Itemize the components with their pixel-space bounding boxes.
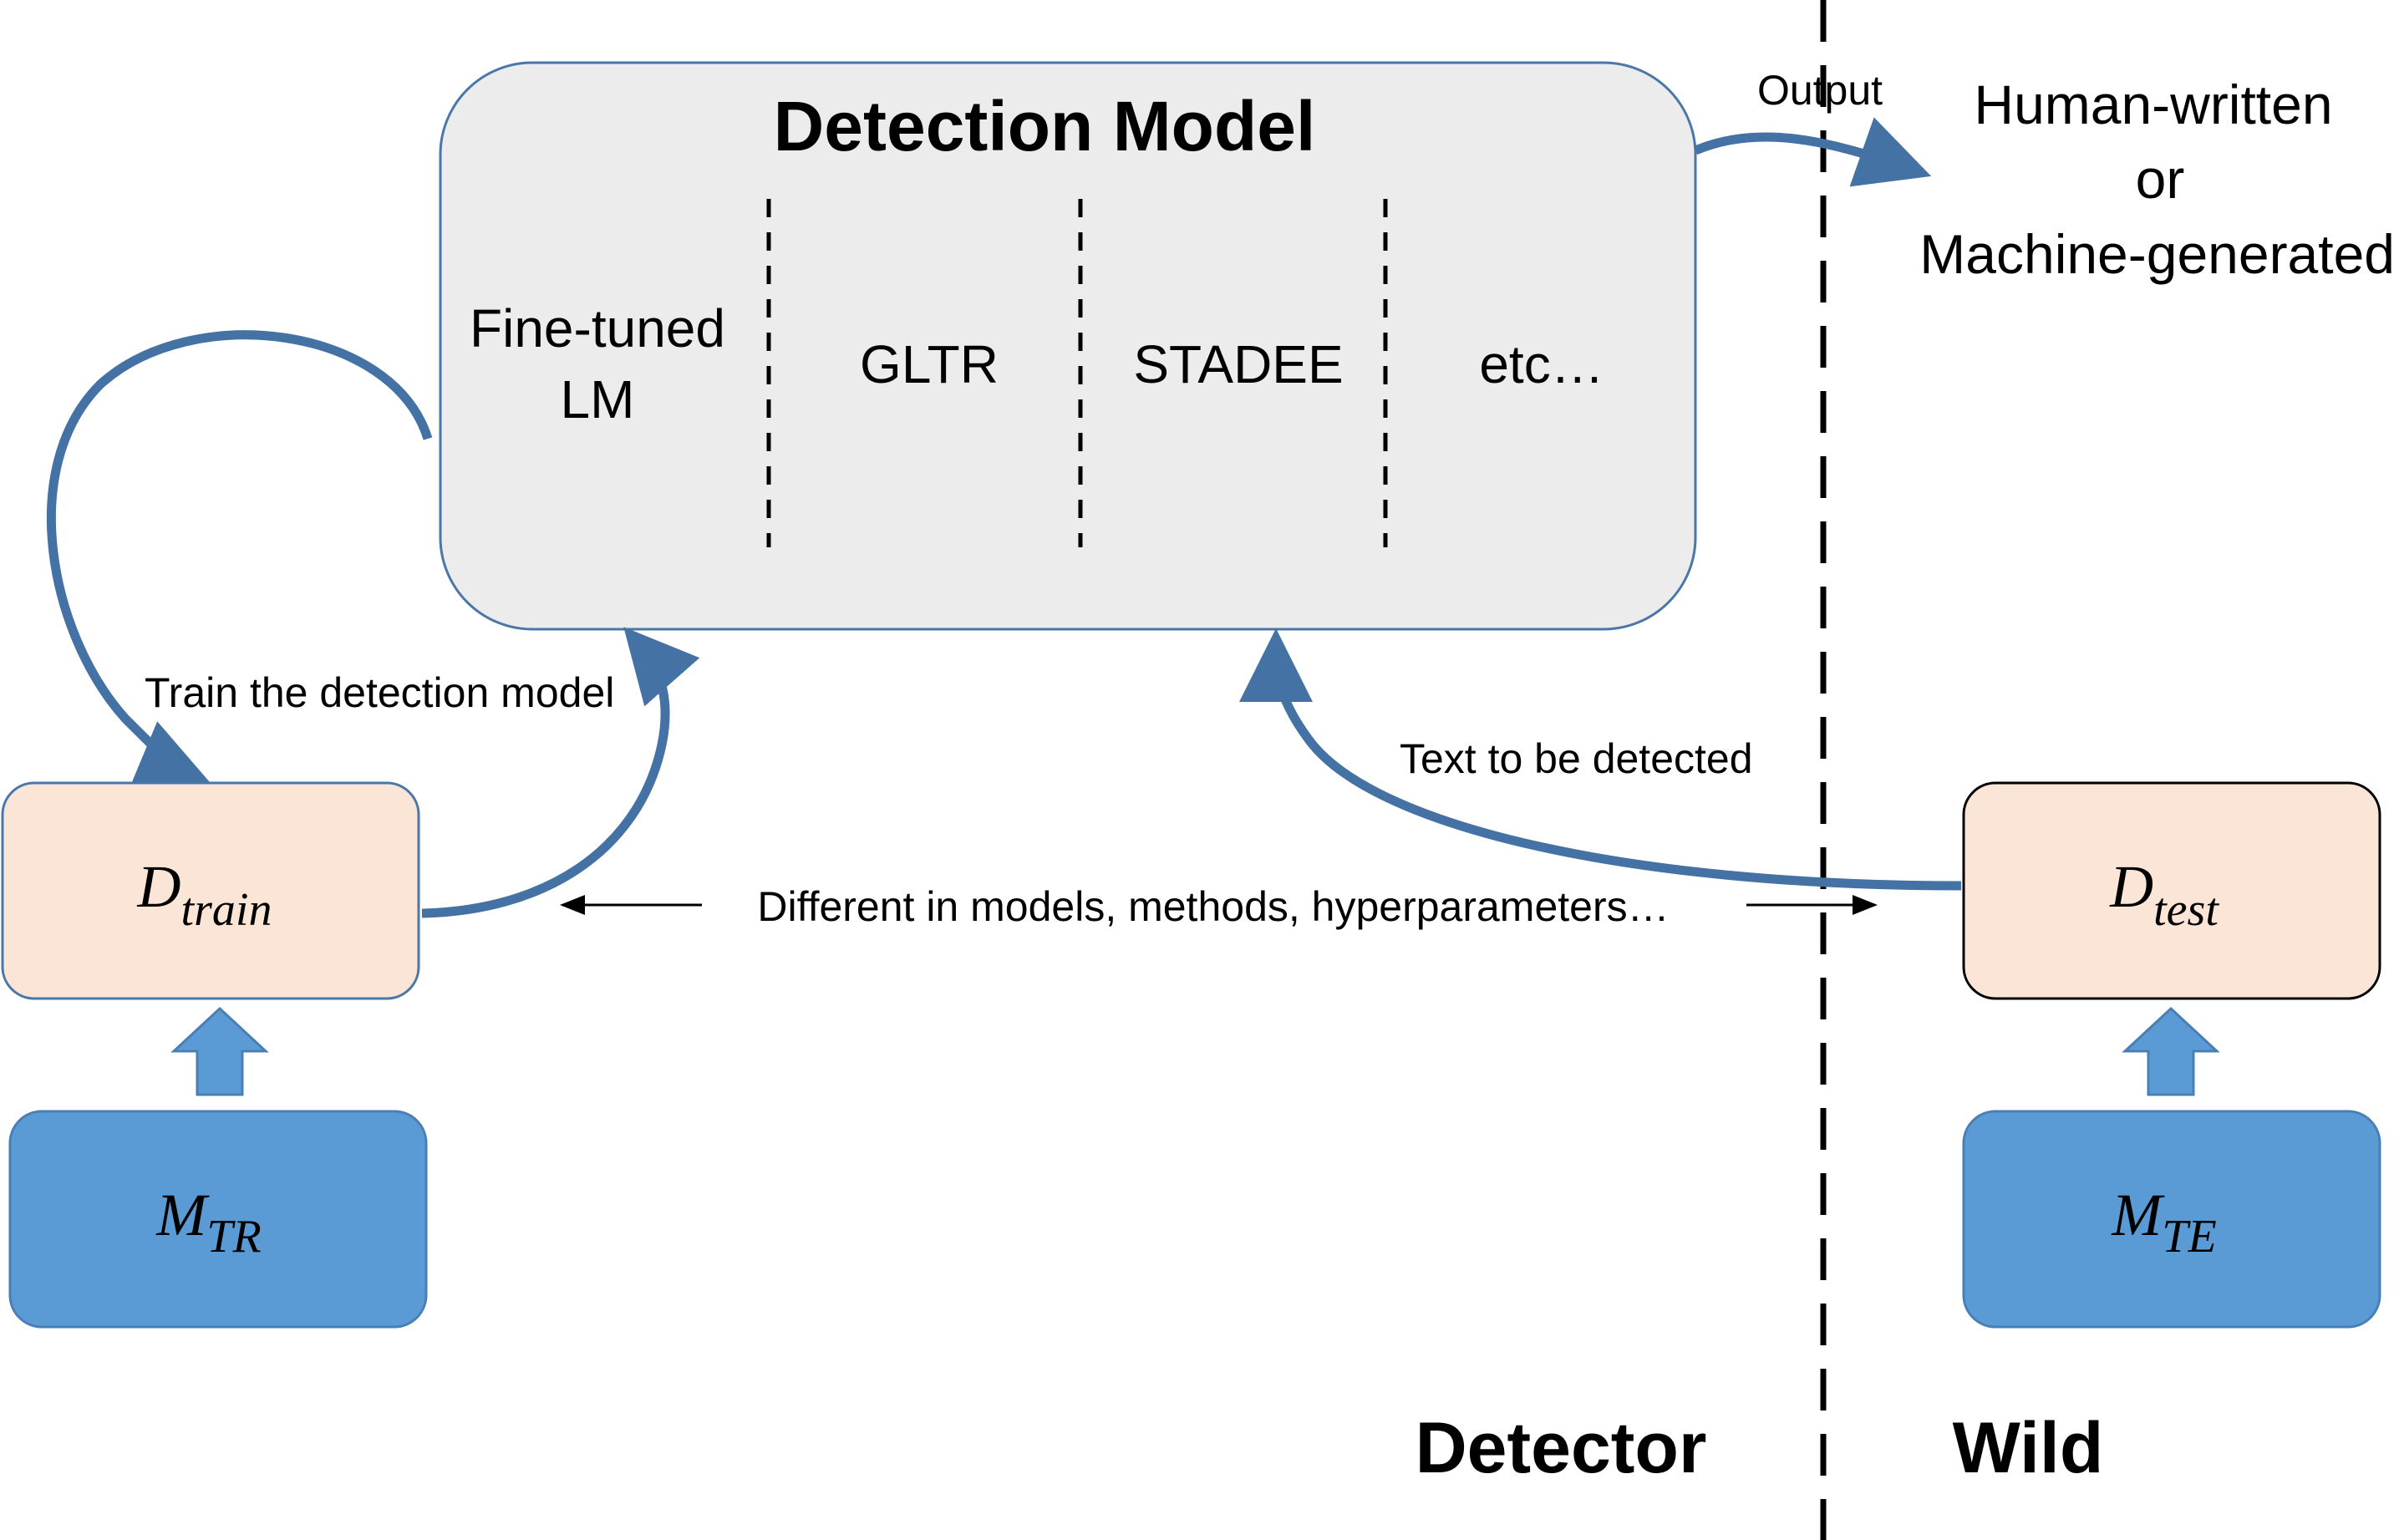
output-arrow	[1693, 117, 1932, 187]
output-result-machine: Machine-generated	[1919, 223, 2395, 285]
m-tr-up-arrow	[170, 1006, 269, 1096]
detection-model-box	[439, 61, 1697, 631]
output-result-or: or	[2136, 148, 2185, 210]
m-te-up-arrow	[2122, 1006, 2220, 1096]
train-label: Train the detection model	[145, 669, 614, 716]
d-train-label: Dtrain	[137, 853, 272, 936]
train-loop-arrow	[46, 330, 433, 790]
m-tr-box	[8, 1110, 428, 1329]
detection-model-title: Detection Model	[774, 87, 1316, 165]
different-label: Different in models, methods, hyperparam…	[757, 883, 1669, 930]
region-wild-label: Wild	[1953, 1408, 2104, 1488]
d-train-box	[1, 781, 420, 1000]
region-detector-label: Detector	[1416, 1408, 1707, 1488]
test-label: Text to be detected	[1400, 735, 1753, 782]
test-to-model-arrow	[1239, 628, 1962, 891]
d-test-box	[1962, 781, 2381, 1000]
train-to-model-arrow	[421, 627, 700, 918]
output-result-human: Human-written	[1974, 74, 2332, 135]
m-te-label: MTE	[2111, 1182, 2216, 1263]
method-etc: etc…	[1479, 334, 1604, 394]
method-gltr: GLTR	[860, 334, 999, 394]
m-te-box	[1962, 1110, 2381, 1329]
output-label: Output	[1757, 67, 1883, 114]
method-fine-tuned-lm: Fine-tuned	[470, 298, 725, 358]
d-test-label: Dtest	[2109, 853, 2219, 936]
method-fine-tuned-lm-line2: LM	[561, 369, 635, 429]
m-tr-label: MTR	[155, 1182, 261, 1263]
method-stadee: STADEE	[1133, 334, 1343, 394]
